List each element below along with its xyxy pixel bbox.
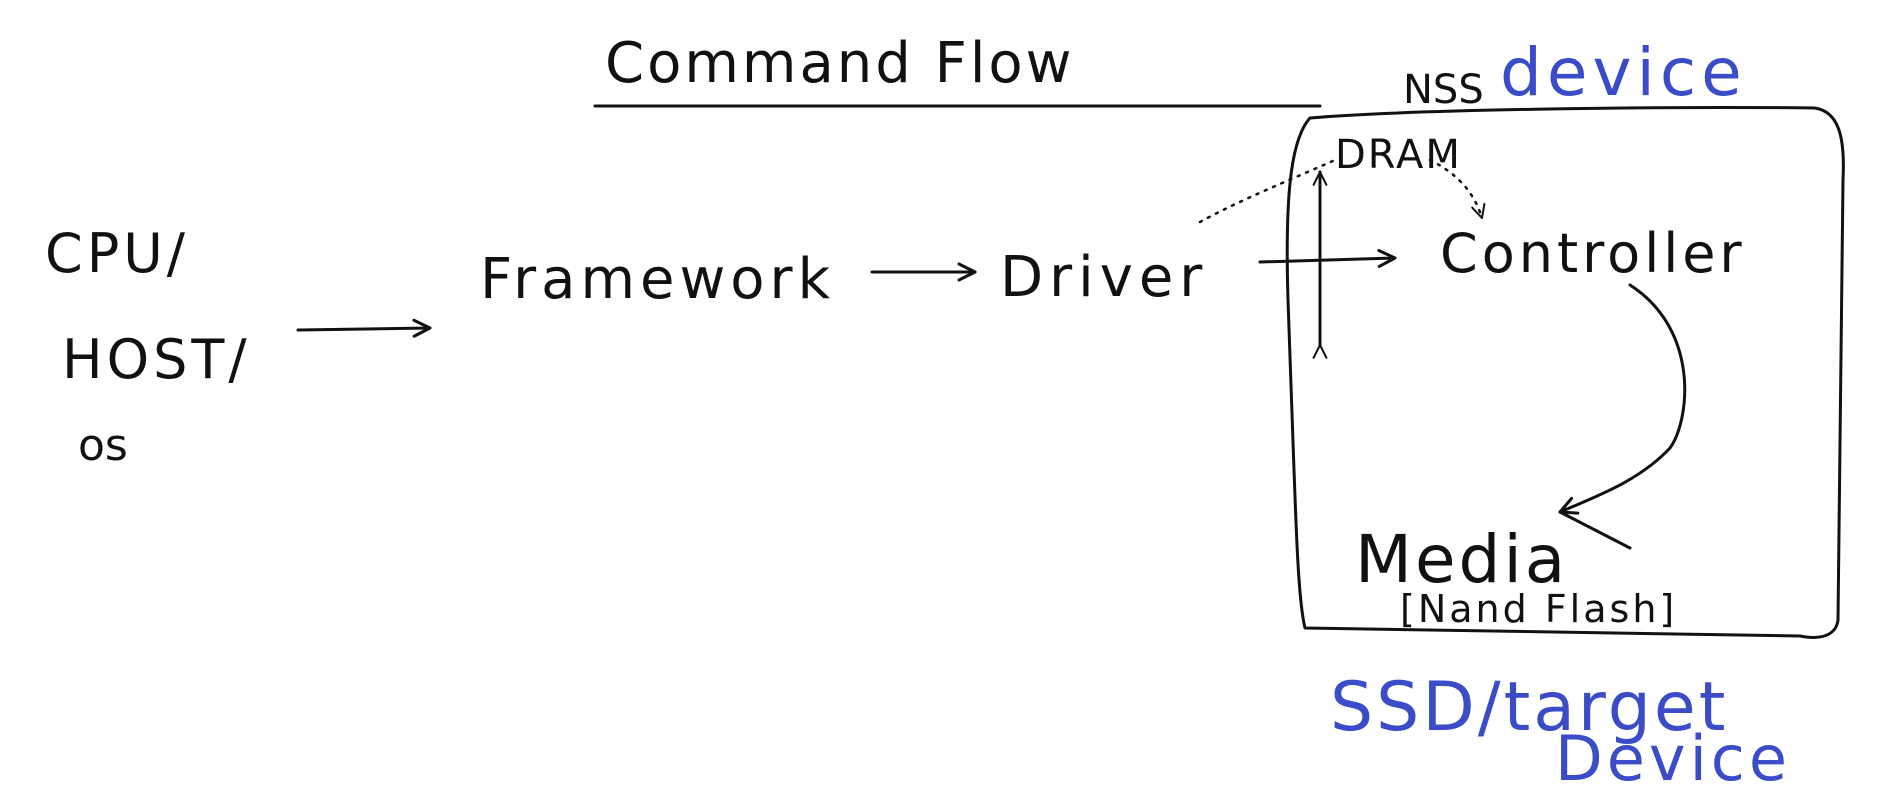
- ssd-device-box: NSS device: [1285, 34, 1845, 639]
- arrow-driver-to-controller: [1258, 248, 1397, 268]
- arrow-media-tail: [1558, 510, 1632, 550]
- driver-label: Driver: [1000, 245, 1208, 310]
- media-note: [Nand Flash]: [1400, 587, 1677, 631]
- diagram-title: Command Flow: [605, 31, 1074, 96]
- host-label-line1: CPU/: [45, 222, 189, 285]
- device-box-label-device: device: [1500, 34, 1747, 111]
- dram-label: DRAM: [1335, 132, 1462, 178]
- dram-dotted-link-controller: [1428, 158, 1486, 220]
- device-box-outline: [1285, 105, 1845, 639]
- ssd-caption-line2: Device: [1555, 722, 1791, 787]
- host-label-line2: HOST/: [62, 328, 251, 391]
- media-label: Media: [1355, 521, 1568, 598]
- controller-label: Controller: [1440, 222, 1746, 285]
- dram-dotted-link-driver: [1198, 158, 1337, 224]
- framework-label: Framework: [480, 247, 835, 312]
- arrow-controller-to-media: [1558, 283, 1687, 515]
- device-box-label-prefix: NSS: [1403, 67, 1484, 113]
- host-label-line3: os: [78, 420, 128, 471]
- arrow-host-to-framework: [296, 318, 432, 338]
- host-node: CPU/ HOST/ os: [45, 222, 251, 471]
- ssd-caption-line1: SSD/target: [1330, 668, 1728, 747]
